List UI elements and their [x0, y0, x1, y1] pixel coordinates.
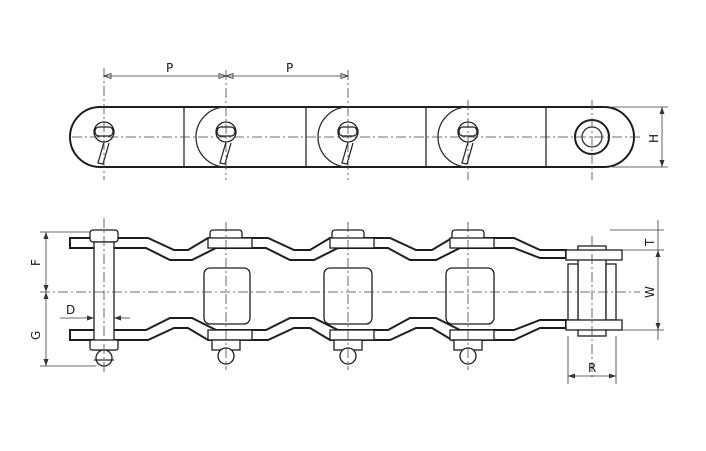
- flange-top-label: F: [29, 259, 43, 266]
- flange-dimensions: F G: [29, 231, 96, 367]
- chain-plan-view: [40, 218, 640, 380]
- height-label: H: [647, 134, 661, 143]
- pin-roller-assembly-3: [323, 229, 375, 365]
- thickness-label: T: [643, 238, 657, 247]
- pin-roller-assembly-4: [445, 229, 495, 365]
- link-joint-1: [195, 106, 227, 168]
- pitch-label-1: P: [166, 61, 173, 75]
- diameter-dimension: D: [60, 303, 130, 321]
- height-dimension: H: [612, 106, 668, 168]
- roller-offset-label: R: [588, 361, 596, 375]
- roller-offset-dimension: R: [567, 336, 617, 384]
- width-label: W: [643, 286, 657, 298]
- diameter-label: D: [66, 303, 75, 317]
- chain-side-view: [69, 68, 640, 180]
- width-dimensions: T W: [610, 220, 664, 340]
- flange-bottom-label: G: [29, 331, 43, 340]
- pitch-dimension: P P: [102, 61, 350, 80]
- end-roller-assembly: [565, 245, 623, 337]
- link-joint-2: [317, 106, 349, 168]
- pitch-label-2: P: [286, 61, 293, 75]
- chain-link-outline: [69, 106, 635, 168]
